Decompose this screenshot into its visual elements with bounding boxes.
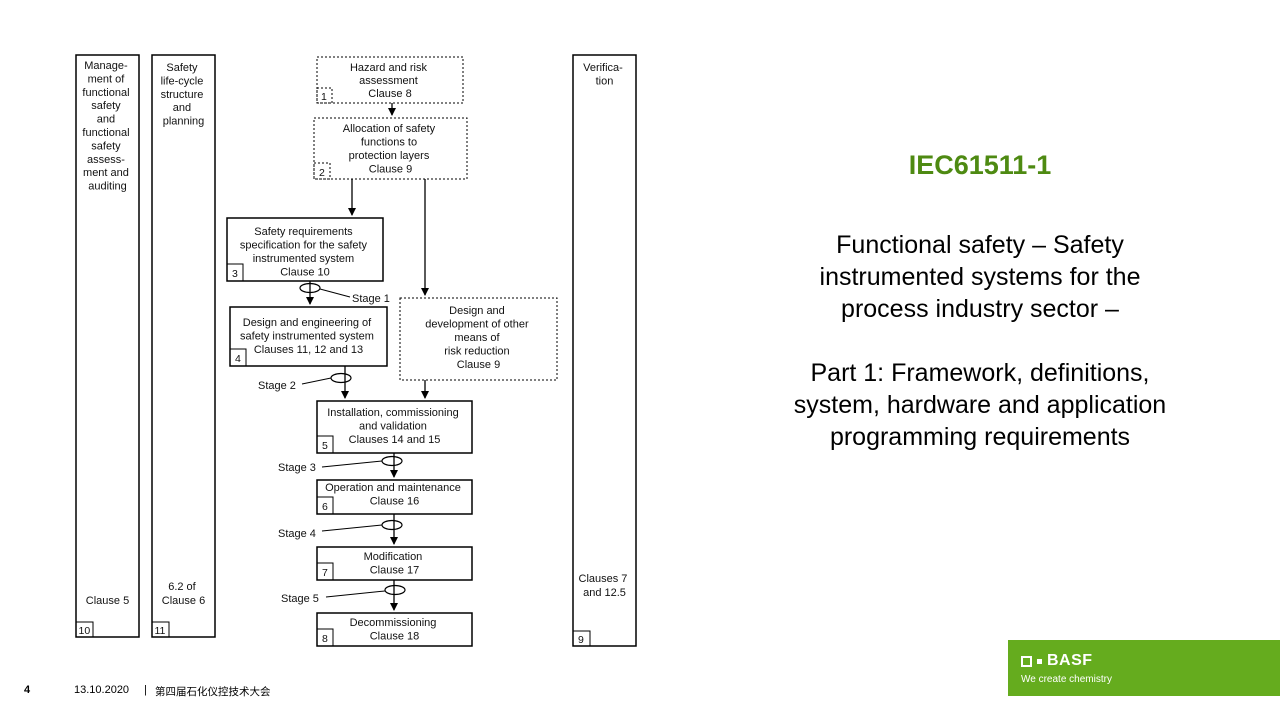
verification-column: Verifica- tion Clauses 7 and 12.5 9 [572, 54, 637, 647]
verification-clause: Clauses 7 and 12.5 [579, 573, 631, 599]
svg-text:Modification Clause 17: Modification Clause 17 [364, 551, 426, 577]
modification-box: Modification Clause 17 7 [316, 546, 473, 581]
document-title-block: IEC61511-1 Functional safety – Safety in… [780, 150, 1180, 453]
stage-1-label: Stage 1 [352, 293, 390, 305]
operation-maintenance-box: Operation and maintenance Clause 16 6 [316, 479, 473, 515]
step-number-10: 10 [79, 625, 91, 637]
step-number-5: 5 [322, 440, 328, 452]
allocation-box: Allocation of safety functions to protec… [313, 117, 468, 180]
stage-3-label: Stage 3 [278, 462, 316, 474]
basf-logo-square-icon [1021, 655, 1032, 667]
lifecycle-clause: 6.2 of Clause 6 [162, 581, 205, 607]
basf-logo: BASF [1021, 652, 1093, 670]
step-number-9: 9 [578, 634, 584, 646]
hazard-risk-assessment-box: Hazard and risk assessment Clause 8 1 [316, 56, 464, 104]
brand-tagline: We create chemistry [1021, 674, 1112, 685]
step-number-8: 8 [322, 633, 328, 645]
svg-text:Allocation of safety fun: Allocation of safety functions to protec… [343, 123, 438, 176]
decommissioning-box: Decommissioning Clause 18 8 [316, 612, 473, 647]
lifecycle-column: Safety life-cycle structure and planning… [151, 54, 216, 638]
svg-text:Safety requirements spec: Safety requirements specification for th… [240, 226, 370, 279]
management-column-text: Manage- ment of functional safety and fu… [82, 60, 132, 193]
footer-date: 13.10.2020 [74, 684, 130, 696]
page-number: 4 [24, 684, 31, 696]
svg-text:Operation and maintenance: Operation and maintenance Clause 16 [325, 482, 464, 508]
step-number-3: 3 [232, 268, 238, 280]
safety-lifecycle-diagram: Manage- ment of functional safety and fu… [75, 54, 637, 647]
standard-id: IEC61511-1 [908, 150, 1052, 180]
stage-4-label: Stage 4 [278, 528, 316, 540]
basf-logo-dot-icon [1037, 658, 1042, 664]
svg-text:Hazard and risk assessme: Hazard and risk assessment Clause 8 [350, 62, 430, 100]
management-clause: Clause 5 [86, 595, 129, 607]
footer: 4 13.10.2020 | 第四届石化仪控技术大会 [0, 684, 700, 700]
step-number-4: 4 [235, 353, 241, 365]
svg-text:Installation, commissioning: Installation, commissioning and validati… [327, 407, 462, 446]
footer-separator: | [144, 684, 147, 696]
stage-5-marker: Stage 5 [281, 584, 406, 605]
step-number-2: 2 [319, 167, 325, 179]
stage-5-label: Stage 5 [281, 593, 319, 605]
standard-part: Part 1: Framework, definitions, system, … [793, 359, 1167, 451]
basf-brand-block: BASF We create chemistry [1008, 640, 1280, 696]
safety-requirements-box: Safety requirements specification for th… [226, 217, 384, 282]
design-engineering-box: Design and engineering of safety instrum… [229, 306, 388, 367]
stage-1-marker: Stage 1 [299, 282, 390, 305]
lifecycle-column-text: Safety life-cycle structure and planning [161, 62, 207, 128]
step-number-6: 6 [322, 501, 328, 513]
stage-2-marker: Stage 2 [258, 372, 352, 392]
step-number-1: 1 [321, 91, 327, 103]
verification-column-text: Verifica- tion [583, 62, 626, 87]
management-column: Manage- ment of functional safety and fu… [75, 54, 140, 638]
stage-2-label: Stage 2 [258, 380, 296, 392]
stage-4-marker: Stage 4 [278, 519, 403, 540]
svg-text:Design and engineering of: Design and engineering of safety instrum… [240, 317, 377, 356]
installation-box: Installation, commissioning and validati… [316, 400, 473, 454]
standard-title: Functional safety – Safety instrumented … [819, 231, 1141, 323]
step-number-11: 11 [155, 625, 166, 637]
other-risk-reduction-box: Design and development of other means of… [399, 297, 558, 381]
svg-text:Design and development o: Design and development of other means of… [425, 305, 531, 371]
stage-3-marker: Stage 3 [278, 455, 403, 474]
footer-event: 第四届石化仪控技术大会 [155, 686, 271, 698]
brand-name: BASF [1047, 652, 1093, 669]
step-number-7: 7 [322, 567, 328, 579]
svg-text:Decommissioning Clause 1: Decommissioning Clause 18 [350, 617, 440, 643]
